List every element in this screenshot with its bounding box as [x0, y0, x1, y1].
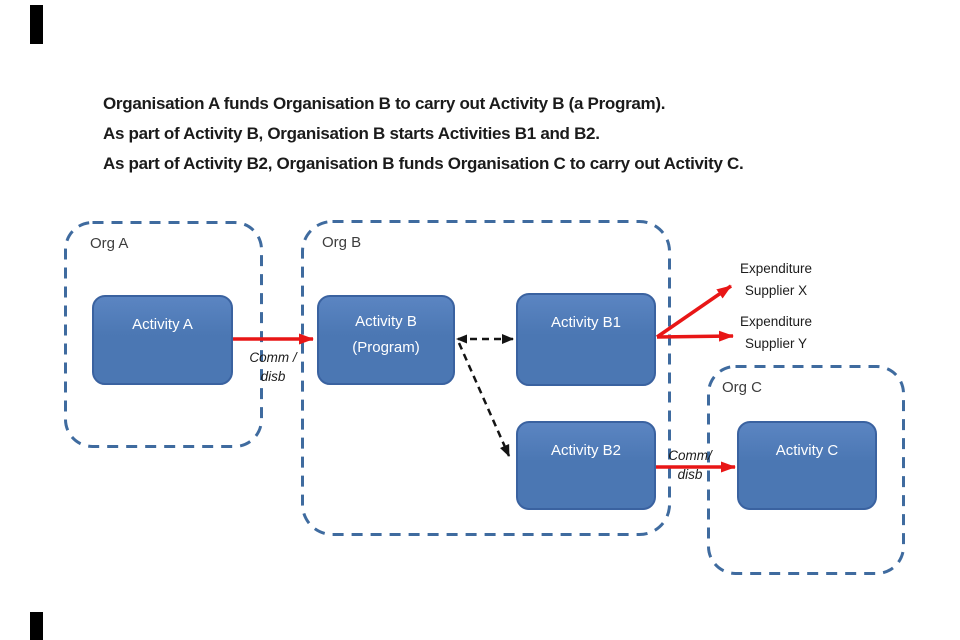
expenditure-supplier-x-label: Expenditure Supplier X [728, 258, 824, 302]
org-b-label: Org B [322, 234, 362, 251]
activity-c-box: Activity C [737, 421, 877, 510]
activity-b2-label: Activity B2 [550, 442, 622, 459]
arrow-b1-to-supplier-y [656, 330, 734, 342]
org-c-label: Org C [722, 379, 763, 396]
expenditure-x-line1: Expenditure [739, 261, 813, 276]
expenditure-x-line2: Supplier X [744, 283, 808, 298]
activity-a-label: Activity A [132, 316, 193, 333]
activity-b1-box: Activity B1 [516, 293, 656, 386]
comm-disb-a-line1: Comm / [249, 350, 297, 365]
comm-disb-a-line2: disb [260, 369, 286, 384]
activity-b1-label: Activity B1 [550, 314, 622, 331]
org-a-boundary [64, 221, 263, 448]
activity-b2-box: Activity B2 [516, 421, 656, 510]
expenditure-y-line2: Supplier Y [744, 336, 808, 351]
expenditure-supplier-y-label: Expenditure Supplier Y [728, 311, 824, 355]
activity-b-box: Activity B (Program) [317, 295, 455, 385]
dashed-arrow-b-to-b1-start-head [456, 334, 467, 344]
comm-disb-c-line1: Comm/ [668, 448, 712, 463]
caption-line-2: As part of Activity B, Organisation B st… [103, 124, 600, 143]
left-edge-bar-top [30, 5, 43, 44]
comm-disb-c-line2: disb [677, 467, 703, 482]
left-edge-bar-bottom [30, 612, 43, 640]
caption-line-3: As part of Activity B2, Organisation B f… [103, 154, 744, 173]
dashed-arrow-b-to-b2 [457, 342, 511, 457]
caption-line-1: Organisation A funds Organisation B to c… [103, 94, 666, 113]
org-a-label: Org A [90, 235, 129, 252]
diagram-caption: Organisation A funds Organisation B to c… [103, 89, 823, 179]
activity-c-label: Activity C [775, 442, 839, 459]
activity-b-label-line1: Activity B [355, 313, 417, 330]
comm-disb-label-b2-to-c: Comm/ disb [662, 446, 718, 484]
comm-disb-label-a-to-b: Comm / disb [240, 348, 306, 386]
activity-a-box: Activity A [92, 295, 233, 385]
activity-b-label-line2: (Program) [352, 339, 420, 356]
org-b-boundary [301, 220, 671, 536]
arrow-b1-to-supplier-x [656, 284, 732, 339]
expenditure-y-line1: Expenditure [739, 314, 813, 329]
